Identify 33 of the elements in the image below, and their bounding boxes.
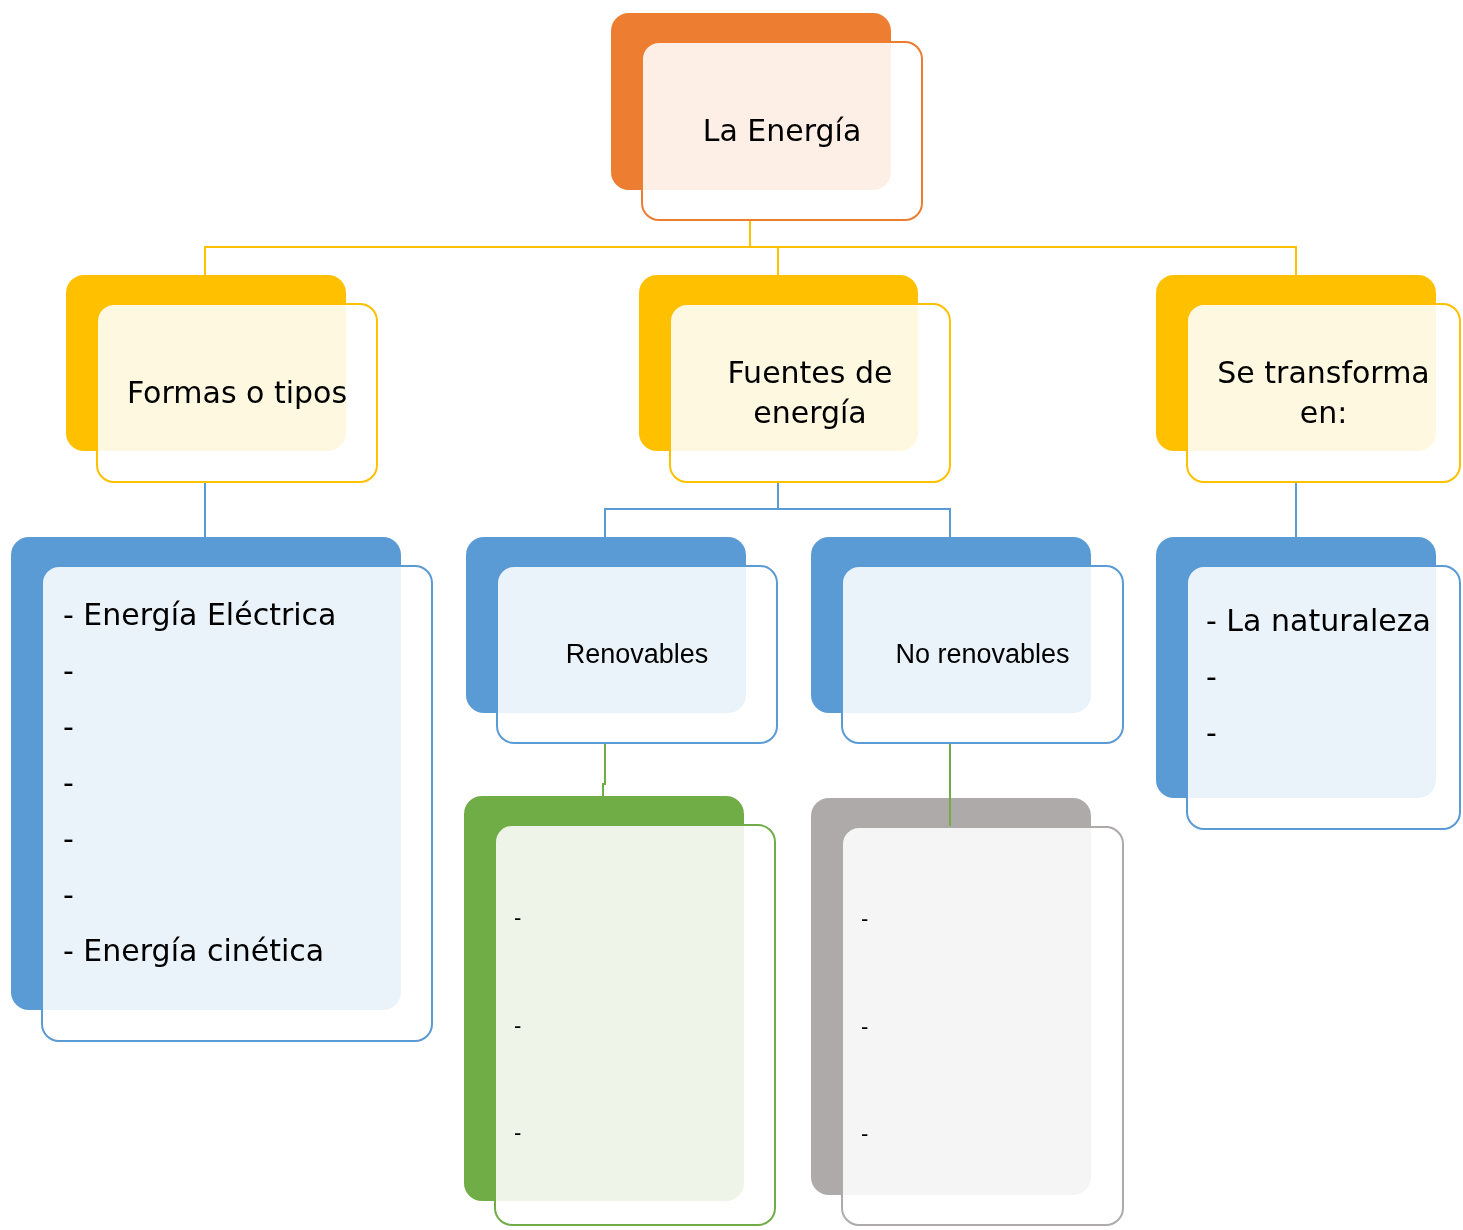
list-item: - (1206, 714, 1218, 752)
list-item: - (514, 1011, 523, 1040)
list-item: - Energía Eléctrica (63, 596, 338, 634)
list-item: - (861, 905, 870, 934)
card-title: Se transforma en: (1216, 354, 1431, 432)
concept-card (669, 303, 951, 483)
list-item: - (1206, 658, 1218, 696)
concept-card (841, 565, 1124, 744)
concept-card (1186, 565, 1461, 830)
concept-card (496, 565, 778, 744)
list-item: - (63, 820, 75, 858)
list-item: - (861, 1119, 870, 1148)
list-item: - Energía cinética (63, 932, 326, 970)
concept-card (494, 824, 776, 1226)
card-title: Formas o tipos (126, 374, 348, 412)
connector-line (949, 743, 951, 827)
card-title: No renovables (895, 638, 1070, 672)
concept-card (41, 565, 433, 1042)
card-title: Renovables (565, 638, 709, 672)
list-item: - (63, 708, 75, 746)
card-title: La Energía (702, 112, 862, 150)
card-title: Fuentes de energía (726, 354, 894, 432)
list-item: - (514, 1119, 523, 1148)
list-item: - (861, 1012, 870, 1041)
list-item: - (514, 903, 523, 932)
list-item: - (63, 652, 75, 690)
list-item: - (63, 764, 75, 802)
list-item: - La naturaleza (1206, 602, 1432, 640)
concept-card (641, 41, 923, 221)
concept-card (1186, 303, 1461, 483)
concept-card (96, 303, 378, 483)
list-item: - (63, 876, 75, 914)
concept-card (841, 826, 1124, 1226)
